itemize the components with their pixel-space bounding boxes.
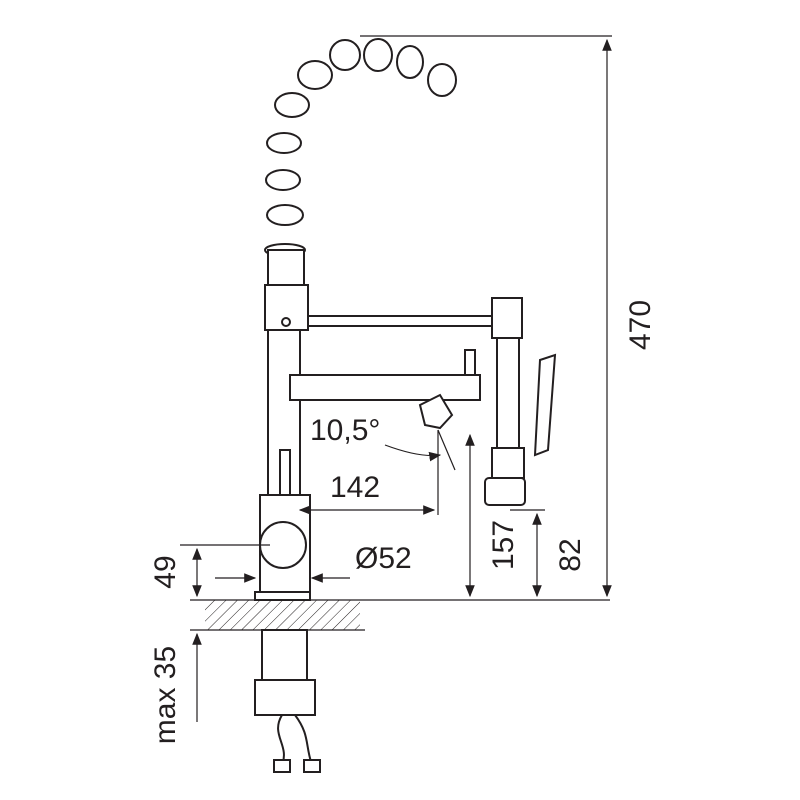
reach-label: 142 [330,471,380,504]
spray-angle-label: 10,5° [310,414,380,447]
spring-hose [264,38,513,301]
spout-height-label: 157 [487,520,520,570]
body-diameter-label: Ø52 [355,542,412,575]
base-height-label: 49 [149,555,182,588]
sprayer-height-label: 82 [554,538,587,571]
mounting-fittings [254,629,321,773]
countertop [190,599,610,631]
dimension-lines [180,35,612,722]
sprayer [484,297,557,506]
max-counter-thickness-label: max 35 [149,646,182,744]
faucet-body [254,284,496,601]
total-height-label: 470 [624,300,657,350]
